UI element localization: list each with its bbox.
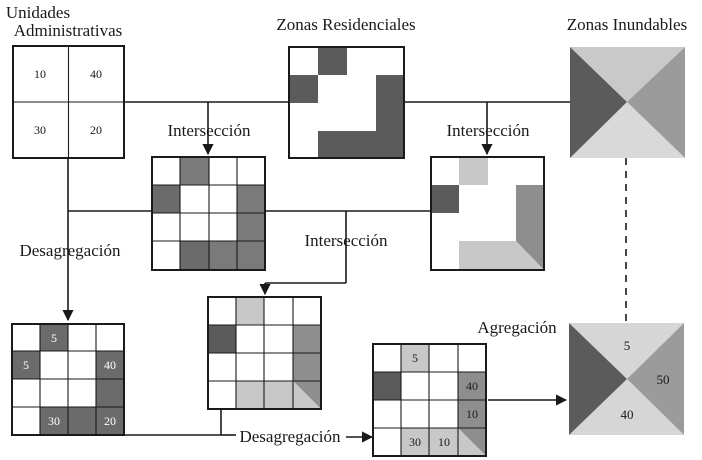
- connectors: [62, 101, 627, 443]
- intersection-result-residential-flood: [430, 156, 545, 271]
- aggregated-flood-zones: 5 50 40: [569, 323, 684, 435]
- disagg-value-e: 20: [104, 414, 116, 428]
- second-disaggregated-grid: 5 40 10 30 10: [372, 343, 487, 457]
- flood-title: Zonas Inundables: [567, 15, 687, 34]
- intersection-label-1: Intersección: [167, 121, 251, 140]
- residential-zones-grid: [288, 46, 405, 159]
- residential-title: Zonas Residenciales: [276, 15, 415, 34]
- second-disagg-value-e: 10: [438, 435, 450, 449]
- disagg-value-b: 5: [23, 358, 29, 372]
- second-disagg-value-a: 5: [412, 351, 418, 365]
- aggregated-value-right: 50: [657, 372, 670, 387]
- intersection-result-combined: [207, 296, 322, 410]
- disaggregation-label-2: Desagregación: [239, 427, 341, 446]
- admin-value-top-left: 10: [34, 67, 46, 81]
- intersection-label-2: Intersección: [446, 121, 530, 140]
- aggregation-label: Agregación: [477, 318, 557, 337]
- flood-zones: [570, 47, 685, 158]
- admin-units-grid: 10 40 30 20: [12, 45, 125, 159]
- admin-title-line2: Administrativas: [14, 21, 123, 40]
- disagg-value-d: 30: [48, 414, 60, 428]
- aggregated-value-bottom: 40: [621, 407, 634, 422]
- admin-value-top-right: 40: [90, 67, 102, 81]
- admin-value-bottom-left: 30: [34, 123, 46, 137]
- disaggregation-label-1: Desagregación: [19, 241, 121, 260]
- disagg-value-a: 5: [51, 331, 57, 345]
- disagg-value-c: 40: [104, 358, 116, 372]
- admin-title-line1: Unidades: [6, 3, 70, 22]
- disaggregated-grid: 5 5 40 30 20: [11, 323, 125, 436]
- admin-value-bottom-right: 20: [90, 123, 102, 137]
- intersection-label-3: Intersección: [304, 231, 388, 250]
- intersection-result-admin-residential: [151, 156, 266, 271]
- aggregated-value-top: 5: [624, 338, 631, 353]
- second-disagg-value-b: 40: [466, 379, 478, 393]
- second-disagg-value-c: 10: [466, 407, 478, 421]
- second-disagg-value-d: 30: [409, 435, 421, 449]
